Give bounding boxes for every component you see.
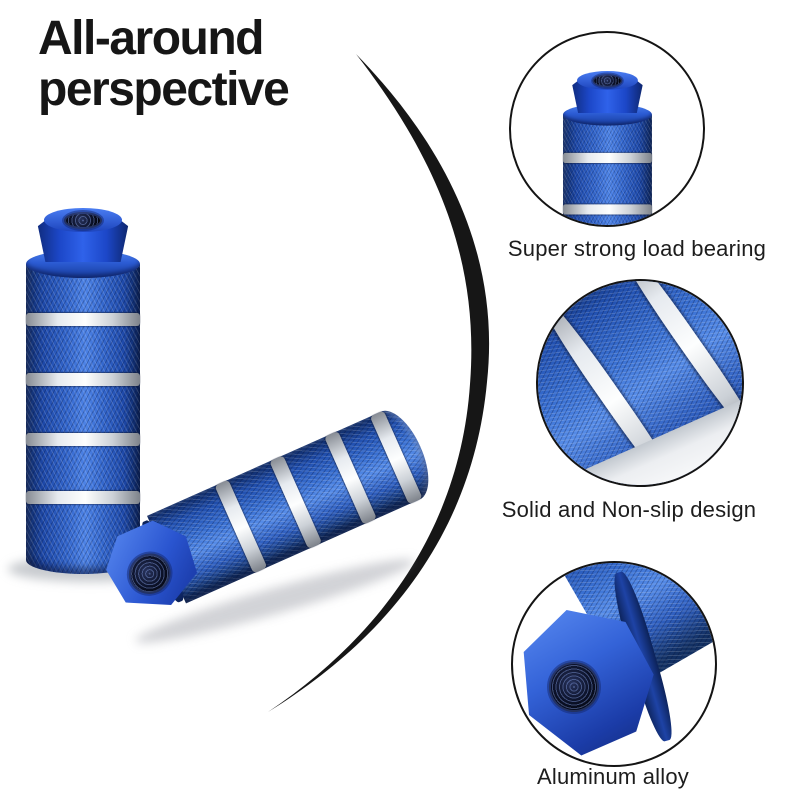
silver-ring: [26, 313, 140, 326]
silver-ring: [26, 433, 140, 446]
title-line-1: All-around: [38, 12, 264, 65]
callout-peg-top-view: [563, 71, 652, 225]
vertical-peg: [26, 208, 140, 574]
vertical-peg-knurl-body: [26, 264, 140, 574]
vertical-peg-hex-cap: [36, 208, 130, 262]
callout-label-aluminum: Aluminum alloy: [537, 764, 689, 789]
vertical-peg-threaded-hole: [64, 212, 102, 229]
callout-threaded-hole: [592, 74, 623, 88]
callout-label-load-bearing: Super strong load bearing: [507, 236, 767, 261]
callout-threaded-hole: [549, 662, 599, 712]
callout-circle-load-bearing: [509, 31, 705, 227]
callout-circle-nonslip: [536, 279, 744, 487]
page-title: All-around perspective: [38, 12, 290, 116]
silver-ring: [26, 491, 140, 504]
silver-ring: [563, 204, 652, 215]
title-line-2: perspective: [38, 62, 290, 116]
silver-ring: [26, 373, 140, 386]
silver-ring: [563, 152, 652, 164]
callout-circle-aluminum: [511, 561, 717, 767]
callout-label-nonslip: Solid and Non-slip design: [501, 497, 757, 522]
